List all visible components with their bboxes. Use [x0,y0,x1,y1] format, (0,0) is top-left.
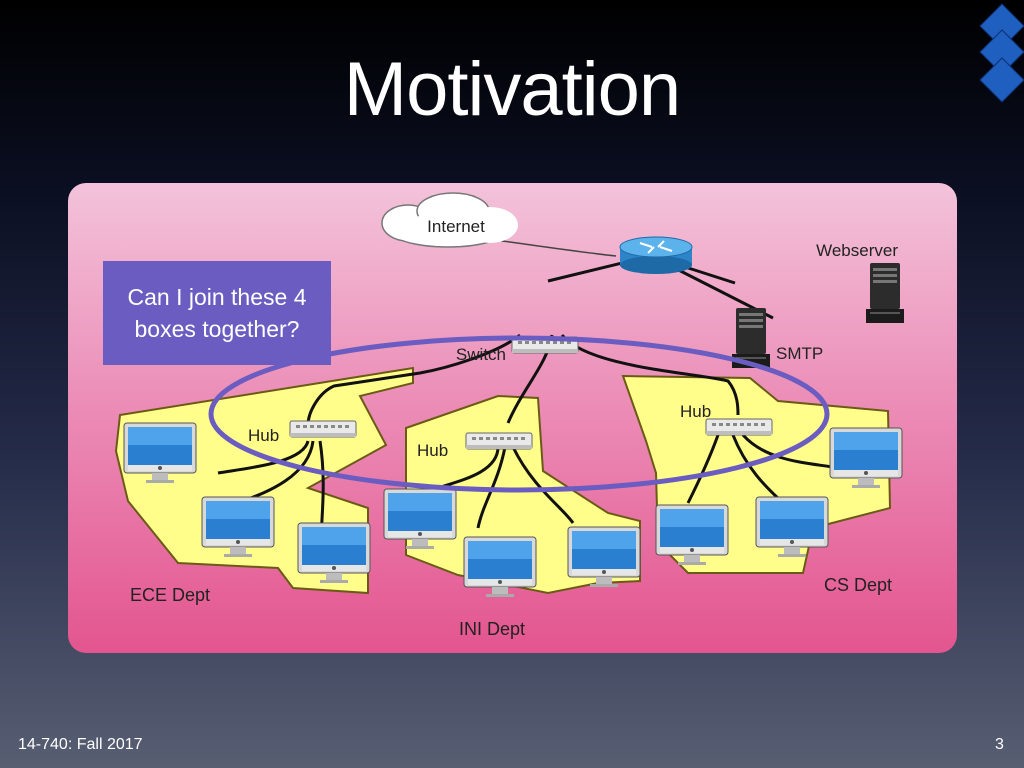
diamond-decoration-icon [972,0,1024,110]
webserver-icon [866,263,904,323]
hub-right-label: Hub [680,402,711,421]
hub-right-device-icon [706,419,772,435]
hub-center-device-icon [466,433,532,449]
switch-label: Switch [456,345,506,364]
footer-course: 14-740: Fall 2017 [18,736,143,754]
ini-dept-label: INI Dept [459,619,525,639]
ece-dept-label: ECE Dept [130,585,210,605]
network-diagram: Internet Webserver SMTP Switch Hub Hub H… [68,183,957,653]
cs-dept-label: CS Dept [824,575,892,595]
router-icon [620,237,692,274]
hub-left-device-icon [290,421,356,437]
webserver-label: Webserver [816,241,898,260]
hub-left-label: Hub [248,426,279,445]
smtp-label: SMTP [776,344,823,363]
page-number: 3 [995,736,1004,754]
slide-title: Motivation [0,52,1024,128]
hub-center-label: Hub [417,441,448,460]
internet-label: Internet [427,217,485,236]
callout-box: Can I join these 4 boxes together? [103,261,331,365]
